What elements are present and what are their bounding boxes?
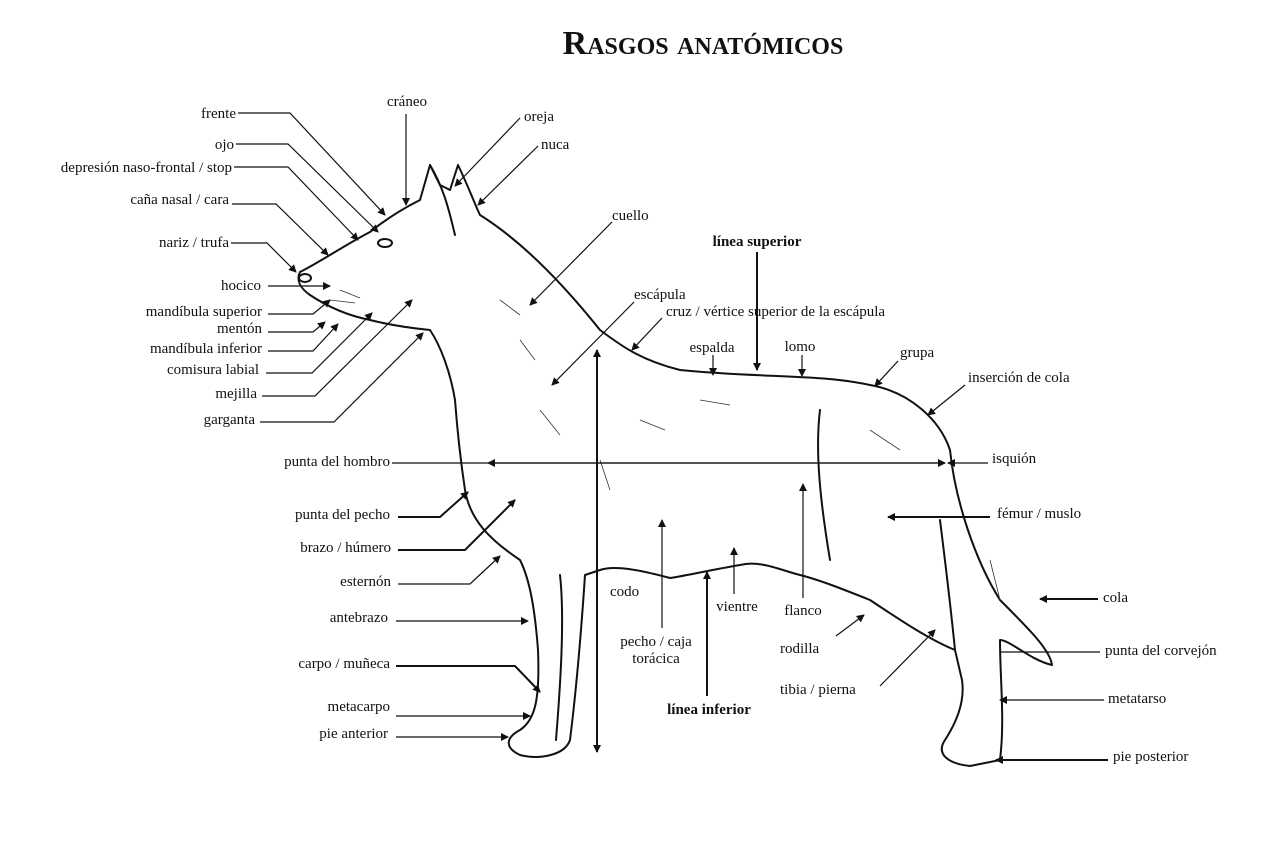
- label-metatarso: metatarso: [1108, 691, 1166, 707]
- label-menton: mentón: [217, 321, 262, 337]
- label-punta-corvejon: punta del corvejón: [1105, 643, 1217, 659]
- label-pie-posterior: pie posterior: [1113, 749, 1188, 765]
- label-hocico: hocico: [221, 278, 261, 294]
- label-grupa: grupa: [900, 345, 934, 361]
- label-codo: codo: [610, 584, 639, 600]
- label-cruz: cruz / vértice superior de la escápula: [666, 304, 885, 320]
- label-ojo: ojo: [215, 137, 234, 153]
- label-oreja: oreja: [524, 109, 554, 125]
- label-punta-hombro: punta del hombro: [284, 454, 390, 470]
- label-toracica: torácica: [632, 651, 680, 667]
- label-mandibula-inferior: mandíbula inferior: [150, 341, 262, 357]
- label-rodilla: rodilla: [780, 641, 819, 657]
- label-espalda: espalda: [690, 340, 735, 356]
- label-metacarpo: metacarpo: [328, 699, 390, 715]
- label-nariz: nariz / trufa: [159, 235, 229, 251]
- label-brazo: brazo / húmero: [300, 540, 391, 556]
- label-vientre: vientre: [716, 599, 758, 615]
- label-escapula: escápula: [634, 287, 686, 303]
- leader-lines: [231, 112, 1108, 764]
- label-cola: cola: [1103, 590, 1128, 606]
- label-mejilla: mejilla: [215, 386, 257, 402]
- page-title: Rasgos anatómicos: [563, 25, 844, 62]
- label-garganta: garganta: [204, 412, 256, 428]
- label-punta-pecho: punta del pecho: [295, 507, 390, 523]
- dog-illustration: [297, 164, 1053, 767]
- label-flanco: flanco: [784, 603, 821, 619]
- label-lomo: lomo: [785, 339, 816, 355]
- label-esternon: esternón: [340, 574, 391, 590]
- label-carpo: carpo / muñeca: [298, 656, 390, 672]
- label-cuello: cuello: [612, 208, 649, 224]
- label-tibia: tibia / pierna: [780, 682, 856, 698]
- label-insercion-cola: inserción de cola: [968, 370, 1070, 386]
- label-stop: depresión naso-frontal / stop: [61, 160, 232, 176]
- label-frente: frente: [201, 106, 236, 122]
- label-linea-superior: línea superior: [713, 234, 802, 250]
- label-pecho: pecho / caja: [620, 634, 692, 650]
- label-cana-nasal: caña nasal / cara: [130, 192, 229, 208]
- label-linea-inferior: línea inferior: [667, 702, 751, 718]
- label-pie-anterior: pie anterior: [319, 726, 388, 742]
- label-femur: fémur / muslo: [997, 506, 1081, 522]
- label-comisura-labial: comisura labial: [167, 362, 259, 378]
- label-mandibula-superior: mandíbula superior: [146, 304, 262, 320]
- label-nuca: nuca: [541, 137, 570, 153]
- label-isquion: isquión: [992, 451, 1037, 467]
- label-antebrazo: antebrazo: [330, 610, 388, 626]
- label-craneo: cráneo: [387, 94, 427, 110]
- labels: frente ojo depresión naso-frontal / stop…: [61, 94, 1217, 765]
